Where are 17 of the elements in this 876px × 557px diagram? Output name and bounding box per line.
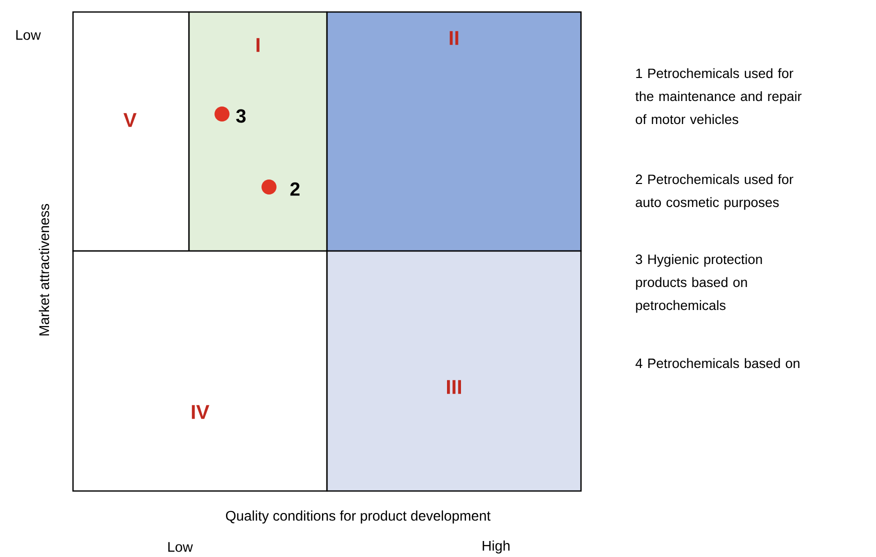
matrix-cell: V [72, 11, 190, 252]
data-point: 3 [214, 106, 246, 123]
matrix-cell: III [326, 250, 582, 492]
axis-title: Quality conditions for product development [226, 510, 491, 524]
note-text: 3 Hygienic protection products based on petrochemicals [636, 254, 762, 313]
axis-title: Market attractiveness [38, 204, 50, 336]
note-text: 1 Petrochemicals used for the maintenance and repair of motor vehicles [635, 68, 802, 124]
note-text: 2 Petrochemicals used for auto cosmetic purposes [636, 174, 794, 210]
node-label: 2 [290, 182, 300, 196]
data-point: 2 [262, 180, 300, 196]
note-text: 4 Petrochemicals based on [636, 358, 800, 368]
node-label: 3 [236, 109, 246, 123]
matrix-cell: II [326, 11, 582, 252]
axis-label: Low [168, 542, 193, 552]
axis-label: High [482, 540, 510, 554]
matrix-cell: IV [72, 250, 328, 492]
axis-label: Low [16, 30, 41, 40]
